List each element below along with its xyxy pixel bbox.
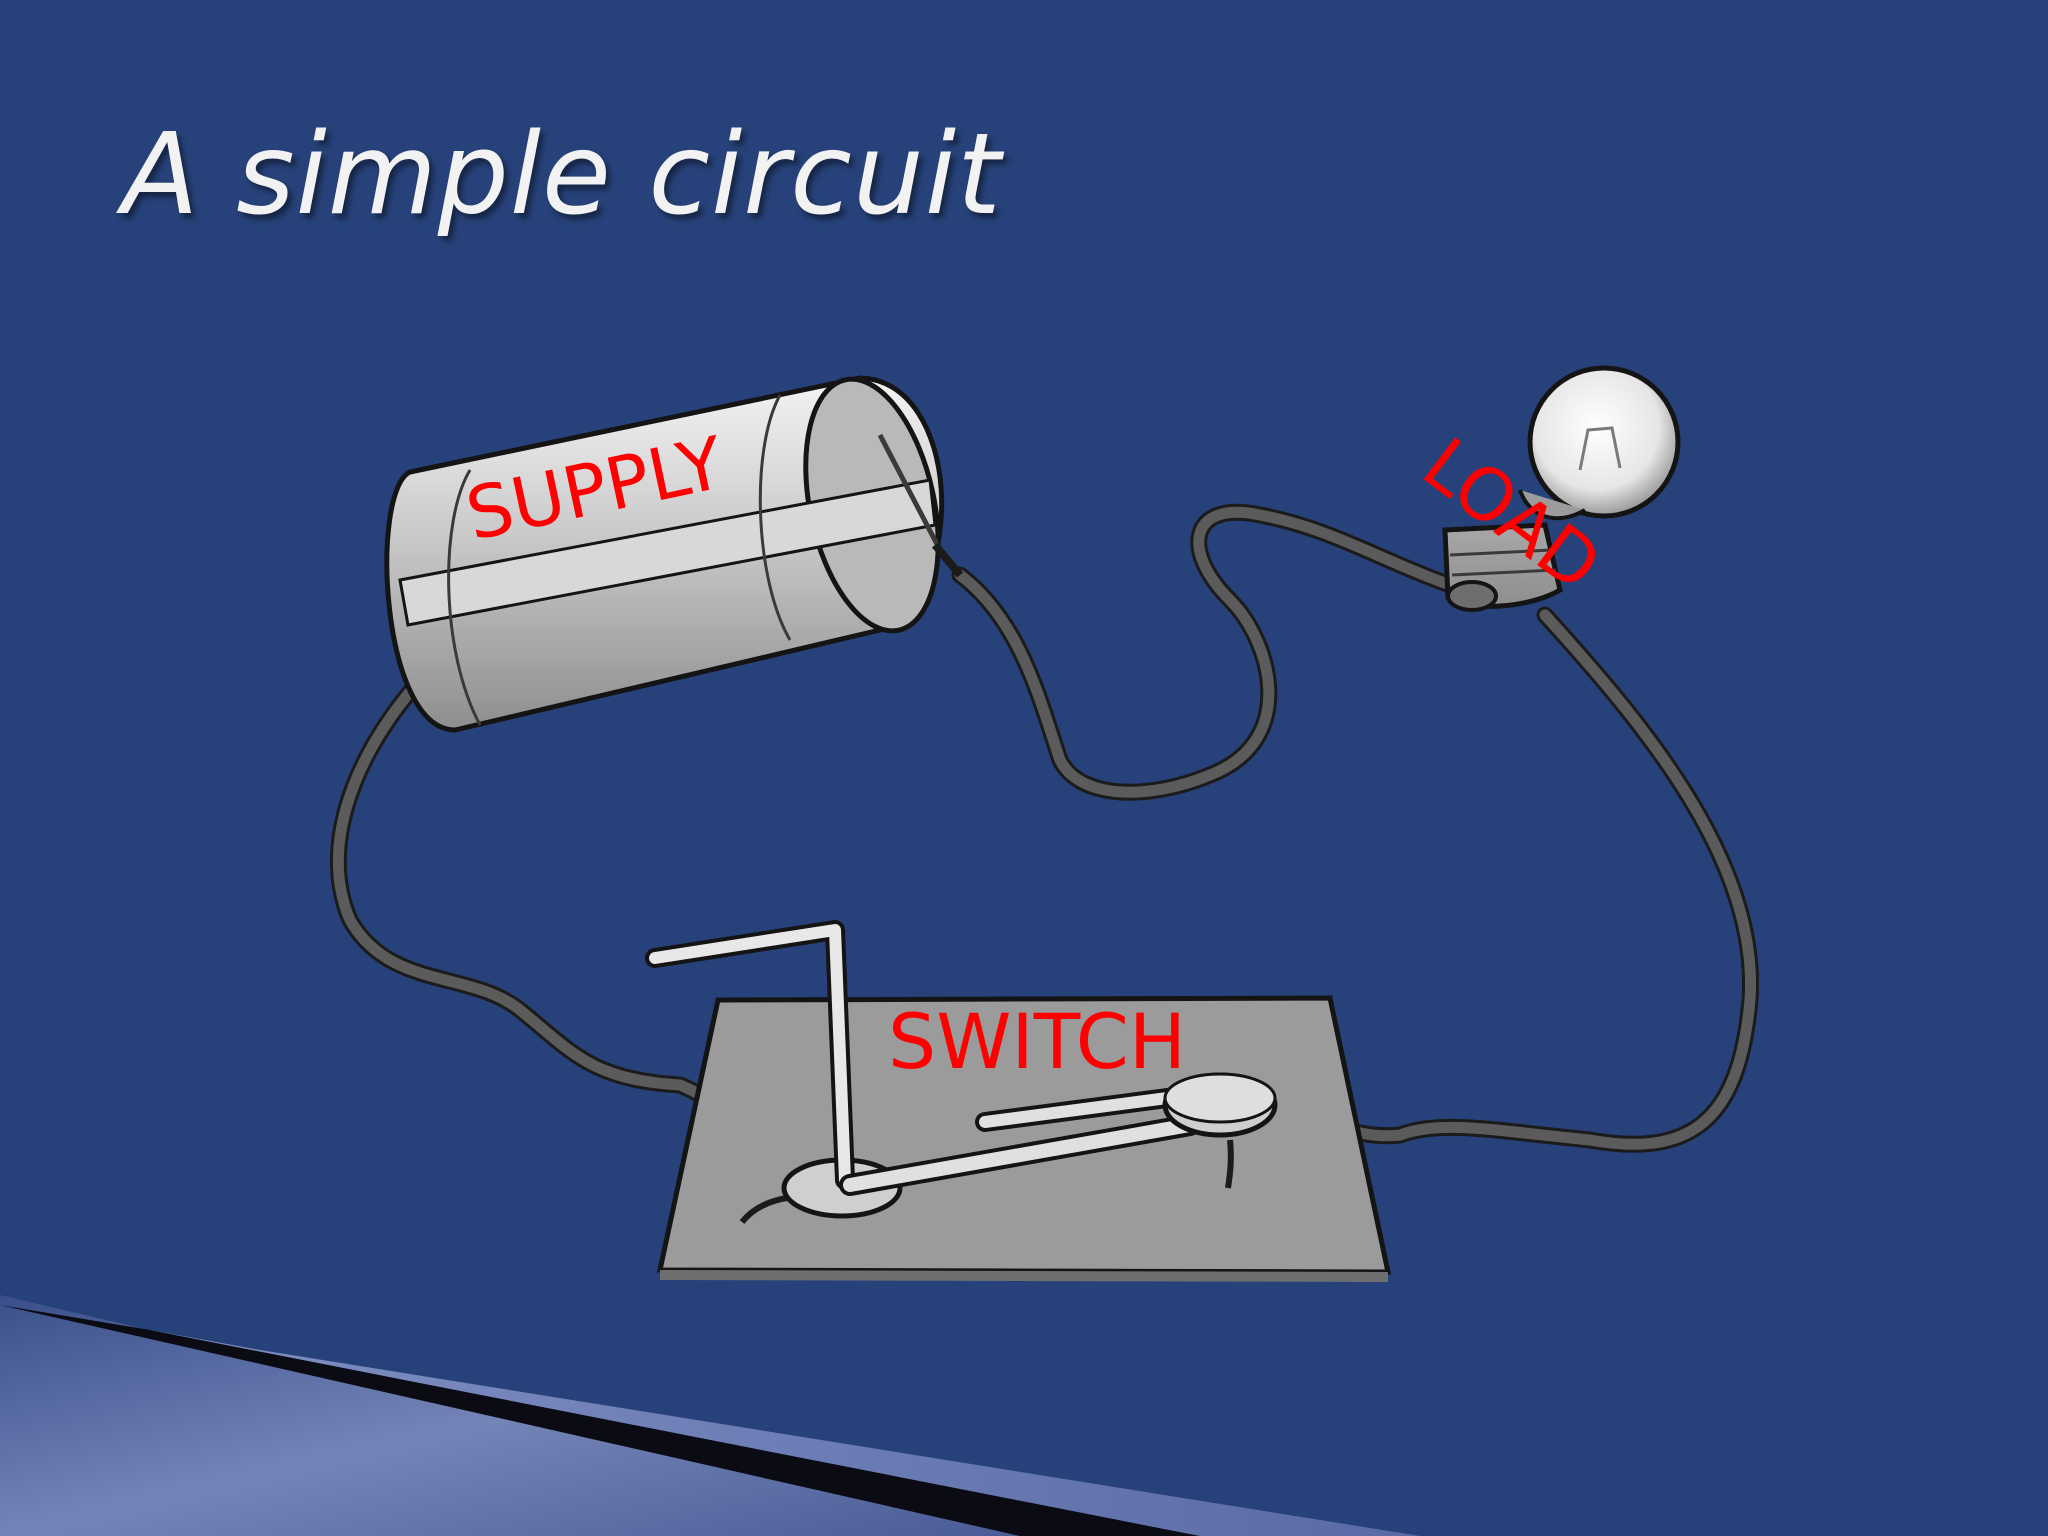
battery-cell <box>384 375 964 733</box>
wire <box>330 503 1760 1189</box>
corner-decoration <box>0 1295 1420 1536</box>
switch-label: SWITCH <box>888 997 1186 1086</box>
slide-title: A simple circuit <box>122 110 1002 240</box>
light-bulb <box>1442 365 1681 612</box>
knife-switch <box>645 920 1392 1282</box>
